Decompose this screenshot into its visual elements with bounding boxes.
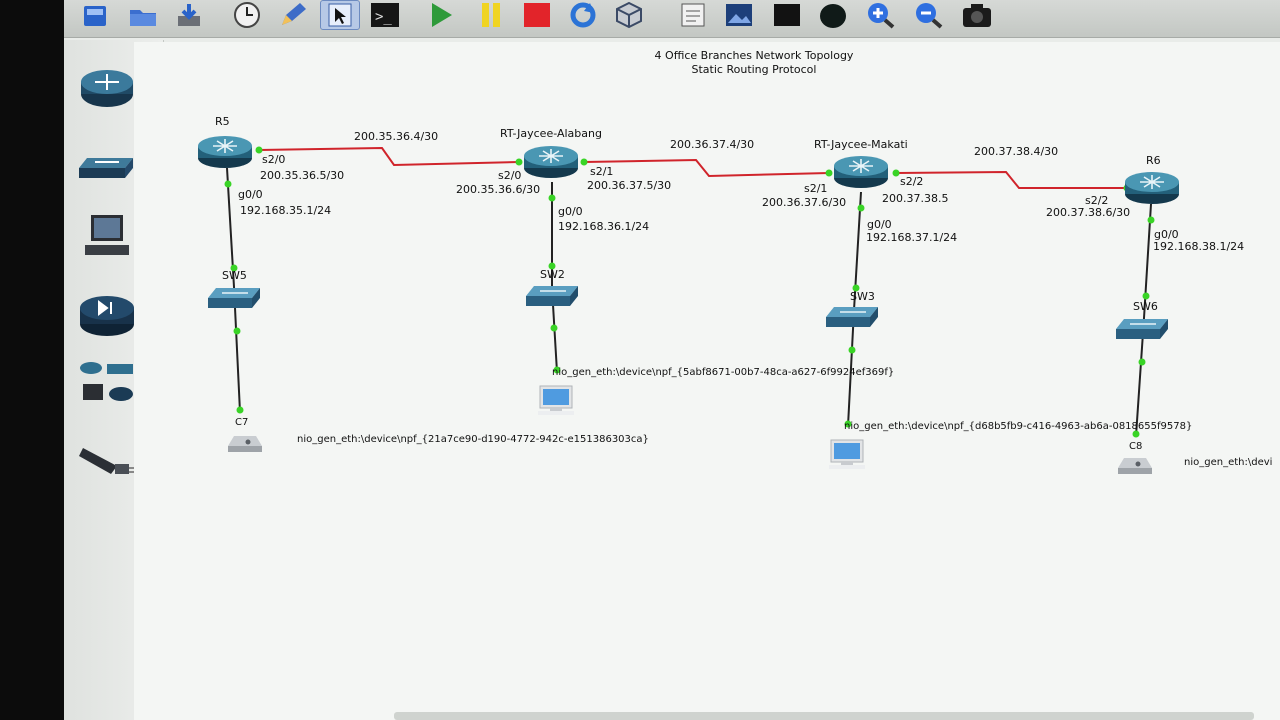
ellipse-icon[interactable]	[816, 0, 850, 30]
serial-link-alabang-makati[interactable]	[583, 158, 830, 178]
svg-text:>_: >_	[375, 9, 392, 25]
alabang-g00-ip-label: 192.168.36.1/24	[558, 220, 650, 233]
cloud-c8[interactable]	[1118, 458, 1152, 474]
alabang-s21-label: s2/1	[590, 165, 614, 178]
makati-s21-label: s2/1	[804, 182, 828, 195]
suspend-pause-icon[interactable]	[474, 0, 508, 30]
r5-g00-label: g0/0	[238, 188, 263, 201]
makati-s22-label: s2/2	[900, 175, 924, 188]
topology-drawing	[198, 136, 1179, 474]
security-devices-icon[interactable]	[74, 288, 140, 344]
r5-s20-ip-label: 200.35.36.5/30	[260, 169, 345, 182]
topology-title-line1: 4 Office Branches Network Topology	[654, 49, 854, 62]
screenshot-camera-icon[interactable]	[960, 0, 994, 30]
network-wan1-label: 200.35.36.4/30	[354, 130, 439, 143]
router-rt-jaycee-alabang[interactable]	[524, 146, 578, 178]
new-project-icon[interactable]	[78, 0, 112, 30]
nio-c8-label: nio_gen_eth:\devi	[1184, 457, 1273, 468]
router-r6-label: R6	[1146, 154, 1161, 167]
makati-g00-label: g0/0	[867, 218, 892, 231]
network-wan3-label: 200.37.38.4/30	[974, 145, 1059, 158]
alabang-g00-label: g0/0	[558, 205, 583, 218]
alabang-s20-ip-label: 200.35.36.6/30	[456, 183, 541, 196]
switch-sw2[interactable]	[526, 286, 578, 306]
alabang-s20-label: s2/0	[498, 169, 522, 182]
stop-icon[interactable]	[520, 0, 554, 30]
nio-sw2-label: nio_gen_eth:\device\npf_{5abf8671-00b7-4…	[552, 367, 895, 378]
r6-s22-ip-label: 200.37.38.6/30	[1046, 206, 1131, 219]
rectangle-icon[interactable]	[770, 0, 804, 30]
zoom-out-icon[interactable]	[912, 0, 946, 30]
router-rt-jaycee-makati[interactable]	[834, 156, 888, 188]
topology-title: 4 Office Branches Network Topology Stati…	[624, 49, 884, 77]
network-wan2-label: 200.36.37.4/30	[670, 138, 755, 151]
all-devices-icon[interactable]	[74, 358, 140, 414]
snapshot-clock-icon[interactable]	[230, 0, 264, 30]
router-r5-label: R5	[215, 115, 230, 128]
port-status-dots	[224, 146, 1155, 438]
host-pc-sw3[interactable]	[829, 439, 865, 469]
router-devices-icon[interactable]	[74, 60, 140, 116]
cloud-c7[interactable]	[228, 436, 262, 452]
alabang-s21-ip-label: 200.36.37.5/30	[587, 179, 672, 192]
note-icon[interactable]	[676, 0, 710, 30]
switch-sw3-label: SW3	[850, 290, 875, 303]
switch-sw2-label: SW2	[540, 268, 565, 281]
switch-sw3[interactable]	[826, 307, 878, 327]
ethernet-link-r5-sw5-c7[interactable]	[226, 167, 241, 413]
makati-s21-ip-label: 200.36.37.6/30	[762, 196, 847, 209]
makati-s22-ip-label: 200.37.38.5	[882, 192, 949, 205]
console-icon[interactable]: >_	[368, 0, 402, 30]
end-devices-icon[interactable]	[74, 210, 140, 266]
switch-sw5-label: SW5	[222, 269, 247, 282]
r5-g00-ip-label: 192.168.35.1/24	[240, 204, 332, 217]
router-r5[interactable]	[198, 136, 252, 168]
mouse-select-icon[interactable]	[320, 0, 360, 30]
switch-sw6-label: SW6	[1133, 300, 1158, 313]
pencil-icon[interactable]	[276, 0, 310, 30]
r5-s20-label: s2/0	[262, 153, 286, 166]
cloud-c8-label: C8	[1129, 441, 1143, 452]
switch-sw6[interactable]	[1116, 319, 1168, 339]
ethernet-link-r6-sw6-c8[interactable]	[1135, 203, 1152, 437]
virtualbox-icon[interactable]	[612, 0, 646, 30]
save-icon[interactable]	[172, 0, 206, 30]
router-makati-label: RT-Jaycee-Makati	[814, 138, 908, 151]
switch-sw5[interactable]	[208, 288, 260, 308]
reload-icon[interactable]	[566, 0, 600, 30]
nio-c7-label: nio_gen_eth:\device\npf_{21a7ce90-d190-4…	[297, 434, 649, 445]
horizontal-scrollbar[interactable]	[394, 712, 1254, 720]
switch-devices-icon[interactable]	[74, 136, 140, 192]
zoom-in-icon[interactable]	[864, 0, 898, 30]
picture-icon[interactable]	[722, 0, 756, 30]
router-alabang-label: RT-Jaycee-Alabang	[500, 127, 602, 140]
makati-g00-ip-label: 192.168.37.1/24	[866, 231, 958, 244]
gns3-window: >_	[64, 0, 1280, 720]
r6-g00-ip-label: 192.168.38.1/24	[1153, 240, 1245, 253]
topology-canvas[interactable]	[134, 42, 1280, 720]
r6-s22-label: s2/2	[1085, 194, 1109, 207]
topology-title-line2: Static Routing Protocol	[691, 63, 817, 76]
open-folder-icon[interactable]	[126, 0, 160, 30]
serial-link-makati-r6[interactable]	[895, 170, 1127, 189]
nio-sw3-label: nio_gen_eth:\device\npf_{d68b5fb9-c416-4…	[844, 421, 1193, 432]
start-play-icon[interactable]	[424, 0, 458, 30]
main-toolbar: >_	[64, 0, 1280, 38]
cloud-c7-label: C7	[235, 417, 249, 428]
serial-link-r5-alabang[interactable]	[258, 146, 520, 167]
router-r6[interactable]	[1125, 172, 1179, 204]
host-pc-sw2[interactable]	[538, 385, 574, 415]
r6-g00-label: g0/0	[1154, 228, 1179, 241]
